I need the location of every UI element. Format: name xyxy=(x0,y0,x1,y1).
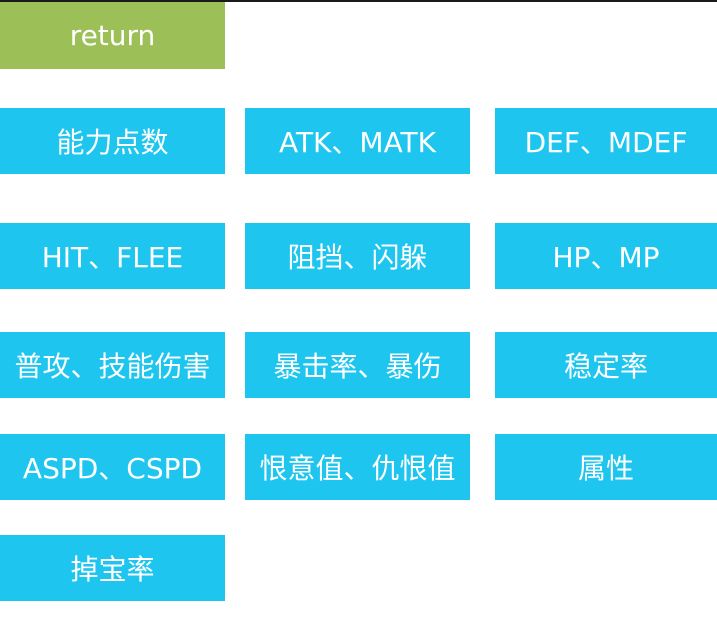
category-button-element[interactable]: 属性 xyxy=(495,434,717,500)
category-button-aggro[interactable]: 恨意值、仇恨值 xyxy=(245,434,470,500)
category-button-attack-skill-damage[interactable]: 普攻、技能伤害 xyxy=(0,332,225,398)
return-button[interactable]: return xyxy=(0,2,225,69)
category-button-ability-points[interactable]: 能力点数 xyxy=(0,108,225,174)
category-button-aspd-cspd[interactable]: ASPD、CSPD xyxy=(0,434,225,500)
category-button-atk-matk[interactable]: ATK、MATK xyxy=(245,108,470,174)
category-button-stability[interactable]: 稳定率 xyxy=(495,332,717,398)
category-button-hit-flee[interactable]: HIT、FLEE xyxy=(0,223,225,289)
top-border xyxy=(0,0,717,2)
category-button-drop-rate[interactable]: 掉宝率 xyxy=(0,535,225,601)
category-button-hp-mp[interactable]: HP、MP xyxy=(495,223,717,289)
category-button-crit-rate-damage[interactable]: 暴击率、暴伤 xyxy=(245,332,470,398)
category-button-block-dodge[interactable]: 阻挡、闪躲 xyxy=(245,223,470,289)
category-button-def-mdef[interactable]: DEF、MDEF xyxy=(495,108,717,174)
